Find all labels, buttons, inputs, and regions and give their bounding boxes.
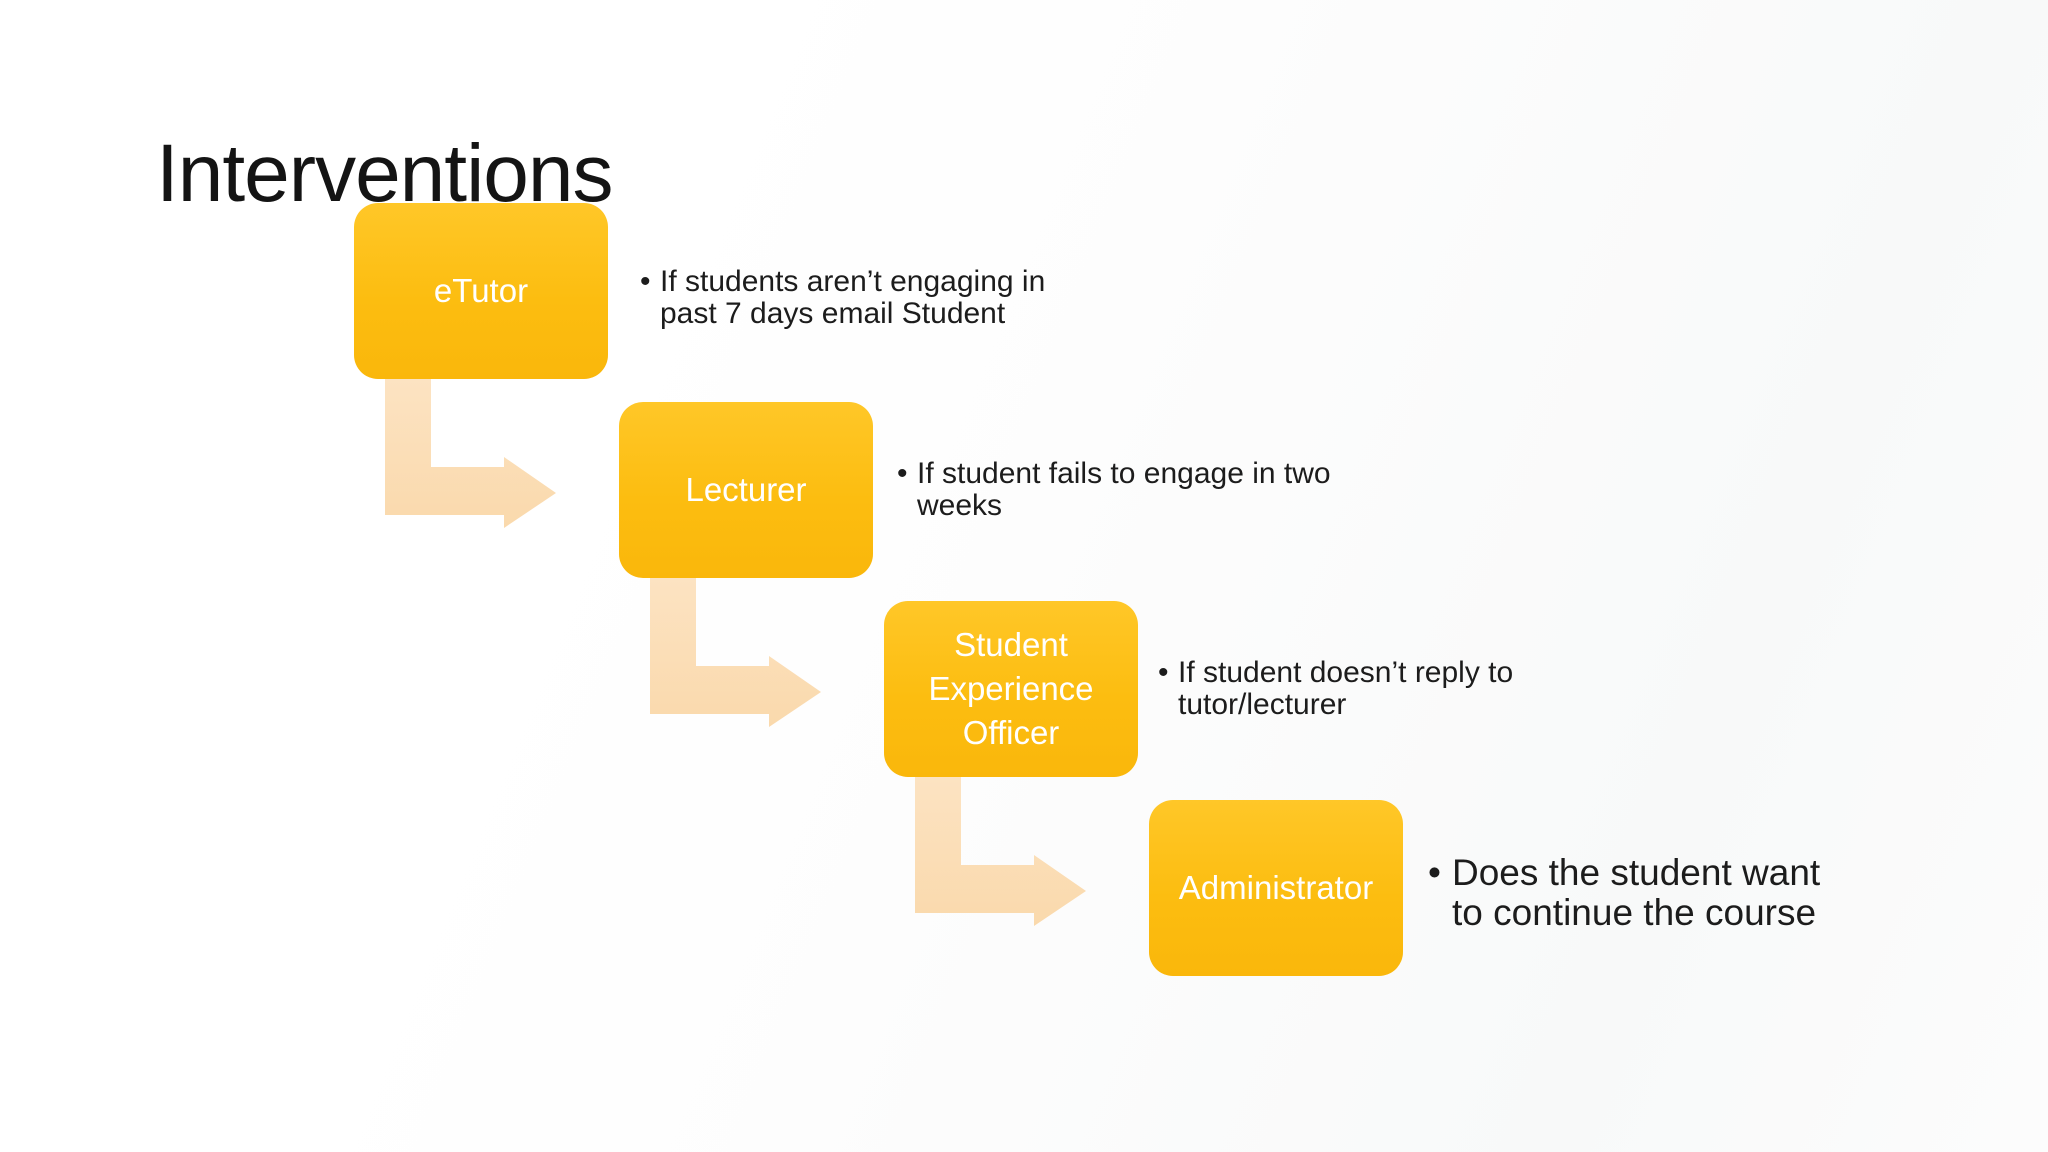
elbow-arrow-down-right <box>385 379 556 528</box>
step-box-administrator: Administrator <box>1149 800 1403 976</box>
step-box-label: eTutor <box>433 272 529 309</box>
bullet-text-line: to continue the course <box>1452 892 1817 933</box>
bullet-marker: • <box>640 265 651 298</box>
bullet-item: • If student doesn’t reply to tutor/lect… <box>1158 657 1513 721</box>
elbow-arrow-down-right <box>650 578 821 727</box>
step-box-label: Student Experience Officer <box>928 626 1094 751</box>
bullet-text-line: If students aren’t engaging in <box>660 265 1046 298</box>
bullet-item: • If student fails to engage in two week… <box>897 458 1331 522</box>
step-box-label: Administrator <box>1178 869 1374 906</box>
step-box-student-experience-officer: Student Experience Officer <box>884 601 1138 777</box>
bullet-text-line: weeks <box>917 489 1003 522</box>
bullet-text-line: tutor/lecturer <box>1178 688 1347 721</box>
bullet-text-line: past 7 days email Student <box>660 297 1006 330</box>
bullet-item: • If students aren’t engaging in past 7 … <box>640 266 1045 330</box>
bullet-text-line: If student doesn’t reply to <box>1178 656 1514 689</box>
bullet-marker: • <box>1158 656 1169 689</box>
elbow-arrow-down-right <box>915 777 1086 926</box>
bullet-item: • Does the student want to continue the … <box>1428 853 1820 933</box>
step-box-etutor: eTutor <box>354 203 608 379</box>
bullet-marker: • <box>1428 852 1441 893</box>
bullet-text-line: Does the student want <box>1452 852 1821 893</box>
step-box-label: Lecturer <box>685 471 807 508</box>
bullet-marker: • <box>897 457 908 490</box>
bullet-text-line: If student fails to engage in two <box>917 457 1331 490</box>
step-box-lecturer: Lecturer <box>619 402 873 578</box>
